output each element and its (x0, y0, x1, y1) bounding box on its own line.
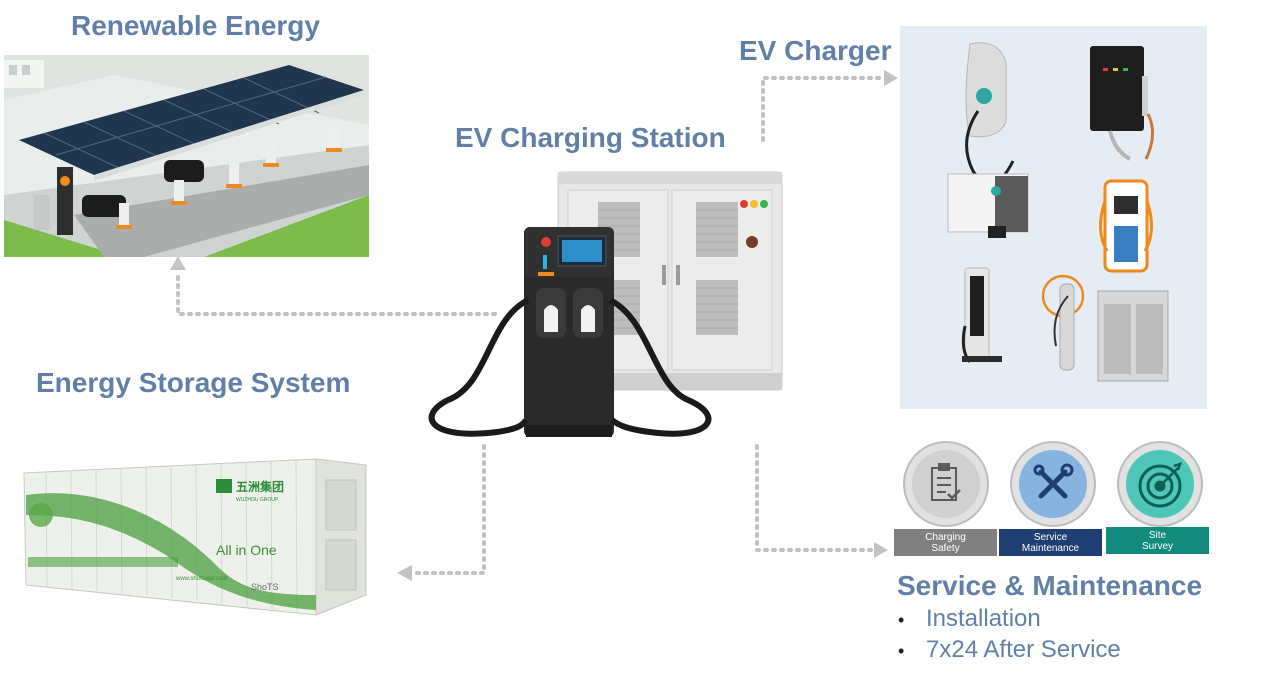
container-side-mark: ShoTS (251, 582, 279, 592)
service-bullet-text: Installation (926, 605, 1041, 632)
tools-icon (1033, 463, 1074, 499)
connector-to-service (755, 444, 876, 552)
service-item-maintenance (1009, 440, 1097, 528)
solar-panel-roof (19, 65, 364, 175)
arrowhead-right-icon (874, 542, 888, 558)
heading-renewable-energy: Renewable Energy (71, 10, 320, 41)
service-bullet-text: 7x24 After Service (926, 636, 1121, 663)
connector-to-ev-charger (761, 76, 886, 142)
service-bullet-list: • Installation • 7x24 After Service (898, 604, 1121, 666)
energy-storage-container-image: 五洲集团 WUZHOU GROUP All in One www.shotsol… (16, 455, 370, 625)
service-bullet-item: • 7x24 After Service (898, 635, 1121, 666)
heading-ev-charging-station: EV Charging Station (455, 122, 726, 153)
heading-ev-charger: EV Charger (739, 35, 892, 66)
bullet-icon: • (898, 610, 905, 630)
container-brand: 五洲集团 (236, 479, 284, 494)
arrowhead-up-icon (170, 256, 186, 270)
renewable-energy-image (4, 55, 369, 257)
ev-charger-products-panel (900, 26, 1207, 409)
heading-service-maintenance: Service & Maintenance (897, 570, 1203, 601)
checklist-icon (931, 463, 961, 501)
container-headline: All in One (216, 542, 277, 558)
heading-energy-storage: Energy Storage System (36, 367, 351, 398)
service-bullet-item: • Installation (898, 604, 1121, 635)
connector-to-storage (410, 444, 486, 575)
green-swoosh-graphic (26, 493, 316, 610)
bullet-icon: • (898, 641, 905, 661)
wallbox-charger-black (1090, 46, 1144, 131)
container-url: www.shotsolar.com (175, 576, 227, 582)
arrowhead-right-icon (884, 70, 898, 86)
service-item-charging-safety (902, 440, 990, 528)
ev-charging-station-image (418, 170, 786, 445)
arrowhead-left-icon (397, 565, 412, 581)
service-item-site-survey (1116, 440, 1204, 528)
target-icon (1138, 462, 1182, 508)
container-brand-sub: WUZHOU GROUP (236, 497, 279, 503)
